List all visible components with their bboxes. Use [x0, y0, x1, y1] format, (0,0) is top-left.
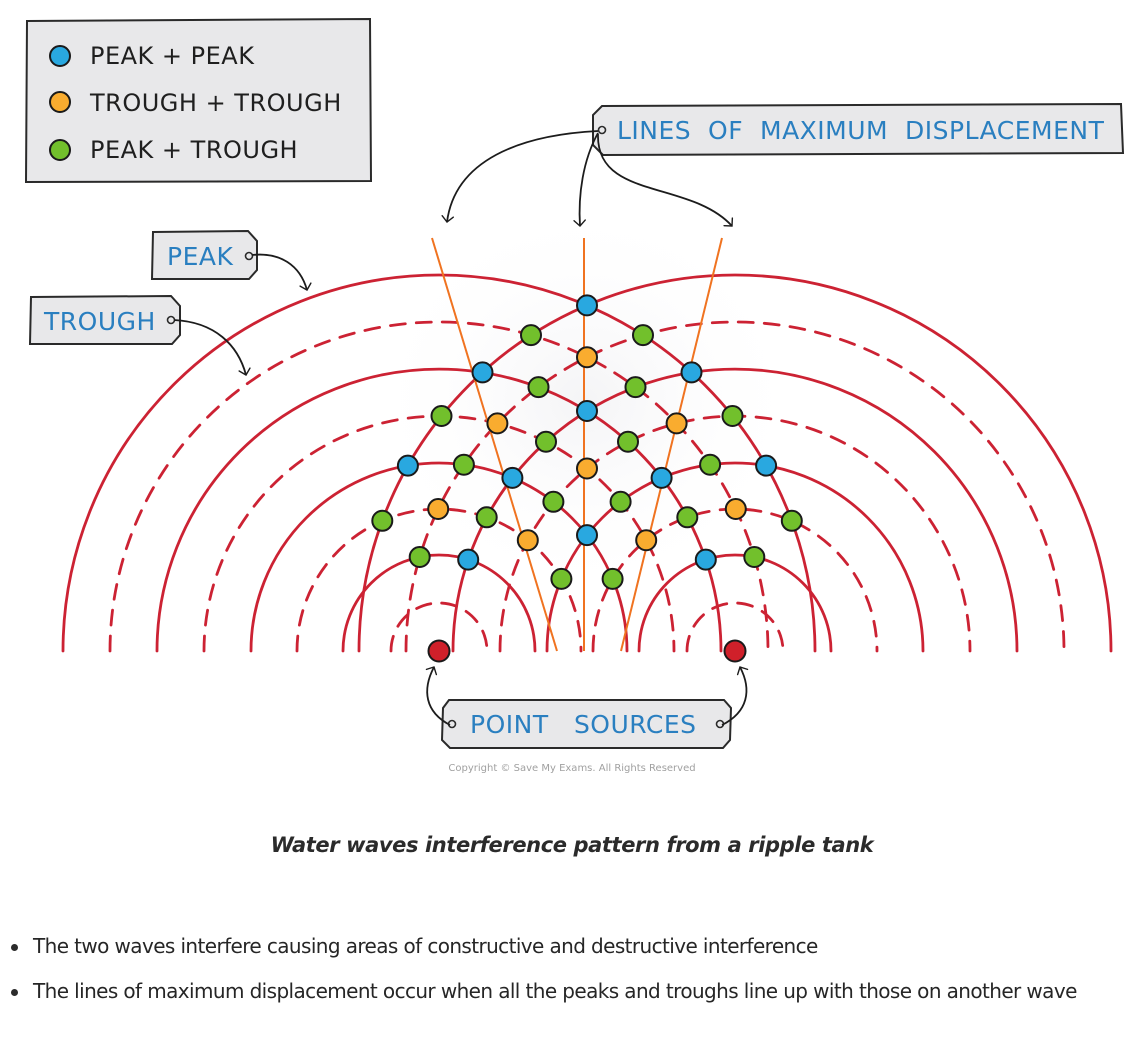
- peak-trough-point: [535, 430, 557, 453]
- tag-label-point-sources: POINT SOURCES: [470, 710, 697, 739]
- peak-wavefront-left: [249, 461, 629, 653]
- peak-peak-point: [755, 454, 778, 477]
- peak-trough-point: [721, 405, 744, 427]
- peak-trough-point: [609, 490, 632, 513]
- tag-label-lines-of-max-displacement: LINES OF MAXIMUM DISPLACEMENT: [617, 116, 1105, 145]
- interference-points: [371, 294, 803, 590]
- peak-trough-point: [520, 324, 542, 347]
- peak-trough-point: [601, 567, 624, 590]
- trough-trough-point: [486, 412, 509, 435]
- peak-wavefront-right: [545, 461, 925, 653]
- peak-peak-point: [576, 400, 598, 422]
- peak-trough-point: [430, 405, 453, 427]
- peak-trough-point: [527, 376, 550, 399]
- peak-trough-point: [475, 506, 498, 529]
- bullet-icon: [11, 944, 18, 951]
- arrow-to-trough-icon: [173, 319, 251, 376]
- peak-peak-point: [457, 548, 480, 571]
- figure-caption: Water waves interference pattern from a …: [270, 833, 874, 857]
- arrow-to-right-line-icon: [597, 133, 734, 227]
- trough-trough-point: [724, 498, 747, 520]
- peak-trough-point: [452, 453, 475, 476]
- trough-wavefront-right: [404, 320, 1066, 653]
- trough-trough-swatch-icon: [49, 91, 71, 113]
- legend-label-peak-trough: PEAK + TROUGH: [90, 136, 298, 164]
- tag-label-peak: PEAK: [167, 242, 233, 271]
- legend-item-trough-trough: TROUGH + TROUGH: [49, 89, 342, 117]
- legend-item-peak-peak: PEAK + PEAK: [49, 42, 255, 70]
- tag-hole-icon: [244, 251, 254, 261]
- peak-trough-point: [676, 506, 699, 529]
- trough-trough-point: [427, 498, 450, 520]
- peak-peak-point: [680, 361, 703, 384]
- trough-trough-point: [576, 457, 598, 480]
- peak-peak-swatch-icon: [49, 45, 71, 67]
- max-displacement-line-right: [620, 237, 723, 652]
- peak-trough-point: [371, 509, 394, 532]
- peak-trough-point: [617, 430, 639, 453]
- legend-label-trough-trough: TROUGH + TROUGH: [89, 89, 342, 117]
- peak-peak-point: [576, 294, 598, 317]
- copyright-notice: Copyright © Save My Exams. All Rights Re…: [448, 763, 695, 774]
- trough-trough-point: [635, 529, 658, 552]
- arrow-to-peak-icon: [251, 253, 312, 291]
- arrow-to-left-line-icon: [441, 130, 599, 223]
- peak-trough-point: [699, 453, 722, 476]
- point-source-right: [723, 639, 747, 663]
- peak-wavefront-left: [341, 553, 537, 653]
- point-source-left: [427, 639, 451, 663]
- peak-peak-point: [501, 466, 524, 489]
- tag-label-trough: TROUGH: [43, 307, 156, 336]
- trough-trough-point: [516, 529, 539, 552]
- trough-trough-point: [576, 346, 598, 369]
- peak-trough-point: [542, 490, 565, 513]
- bullet-text: The two waves interfere causing areas of…: [33, 934, 818, 958]
- arrow-to-right-source-icon: [721, 666, 749, 726]
- tag-trough: TROUGH: [28, 294, 251, 376]
- trough-wavefront-left: [389, 601, 489, 653]
- peak-peak-point: [396, 454, 419, 477]
- legend-label-peak-peak: PEAK + PEAK: [90, 42, 255, 70]
- tag-lines-of-max-displacement: LINES OF MAXIMUM DISPLACEMENT: [441, 102, 1125, 227]
- peak-peak-point: [576, 524, 598, 547]
- tag-peak: PEAK: [150, 229, 312, 291]
- max-displacement-line-left: [431, 237, 558, 652]
- legend-box: [24, 17, 373, 184]
- peak-trough-swatch-icon: [49, 139, 71, 161]
- bullet-list: The two waves interfere causing areas of…: [0, 930, 1120, 1020]
- bullet-text: The lines of maximum displacement occur …: [33, 979, 1077, 1003]
- trough-wavefront-right: [685, 601, 785, 653]
- peak-wavefront-right: [637, 553, 833, 653]
- tag-hole-icon: [597, 125, 607, 135]
- trough-wavefront-left: [108, 320, 770, 653]
- peak-trough-point: [632, 324, 654, 347]
- peak-peak-point: [471, 361, 494, 384]
- peak-trough-point: [780, 509, 803, 532]
- legend: PEAK + PEAK TROUGH + TROUGH PEAK + TROUG…: [24, 17, 373, 184]
- peak-peak-point: [694, 548, 717, 571]
- peak-trough-point: [624, 376, 647, 399]
- legend-item-peak-trough: PEAK + TROUGH: [49, 136, 298, 164]
- bullet-item: The two waves interfere causing areas of…: [0, 930, 1120, 963]
- trough-trough-point: [665, 412, 688, 435]
- interference-diagram: PEAK + PEAK TROUGH + TROUGH PEAK + TROUG…: [24, 17, 1125, 774]
- peak-trough-point: [408, 546, 431, 568]
- arrow-to-center-line-icon: [573, 132, 599, 227]
- bullet-item: The lines of maximum displacement occur …: [0, 975, 1120, 1008]
- arrow-to-left-source-icon: [425, 666, 451, 726]
- bullet-icon: [11, 989, 18, 996]
- peak-trough-point: [743, 546, 766, 568]
- peak-trough-point: [550, 567, 573, 590]
- tag-point-sources: POINT SOURCES: [425, 666, 749, 749]
- peak-peak-point: [650, 466, 673, 489]
